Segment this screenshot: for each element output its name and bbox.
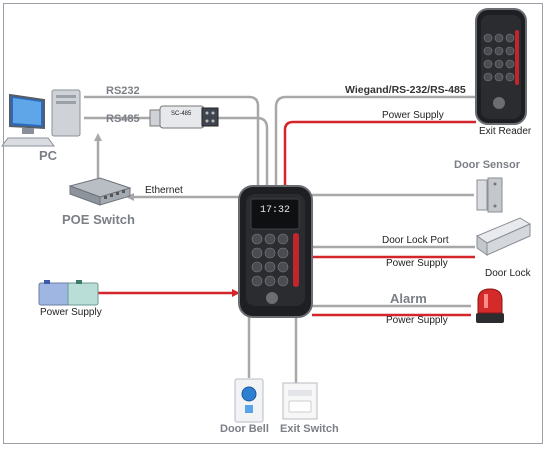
alarm-icon [476,288,504,323]
door-lock-icon [475,217,532,256]
poe-switch-icon [68,177,132,206]
exit-reader-device [475,8,527,125]
door-lock-port-label: Door Lock Port [382,235,449,246]
power-supply-left-label: Power Supply [40,307,102,318]
controller-keypad [251,233,289,287]
exit-reader-label: Exit Reader [479,126,532,137]
door-sensor-icon [476,177,503,213]
ethernet-label: Ethernet [145,185,183,196]
wiegand-label: Wiegand/RS-232/RS-485 [345,84,466,96]
arrow-ethernet [126,193,134,201]
pc-label: PC [39,148,58,163]
door-sensor-label: Door Sensor [454,159,521,171]
diagram-frame [3,3,543,444]
converter-label: SC-485 [171,111,192,117]
door-bell-label: Door Bell [220,423,269,435]
power-supply-icon [38,280,99,306]
door-lock-label: Door Lock [485,268,531,279]
controller-fingerprint-icon [266,292,278,304]
arrow-power-left [232,289,240,297]
controller-screen [250,198,300,230]
controller-time: 17:32 [260,205,291,216]
pc-icon [1,89,81,147]
exit-switch-icon [282,382,318,420]
power-supply-reader-label: Power Supply [382,110,444,121]
exit-reader-fingerprint-icon [493,97,505,109]
sc485-converter-icon [149,105,219,129]
rs232-line [84,95,260,190]
exit-switch-label: Exit Switch [280,423,339,435]
poe-switch-label: POE Switch [62,212,135,227]
power-supply-alarm-label: Power Supply [386,315,448,326]
alarm-label: Alarm [390,291,427,306]
rs485-label: RS485 [106,113,140,125]
door-bell-icon [234,378,264,423]
data-lines [84,95,476,383]
rs232-label: RS232 [106,85,140,97]
controller-device [238,185,313,318]
power-supply-lock-label: Power Supply [386,258,448,269]
rs485-line-2 [216,116,269,190]
power-lines [98,120,476,317]
power-line-reader [283,120,476,190]
arrow-poe-pc [94,133,102,141]
wiegand-line [274,95,476,190]
